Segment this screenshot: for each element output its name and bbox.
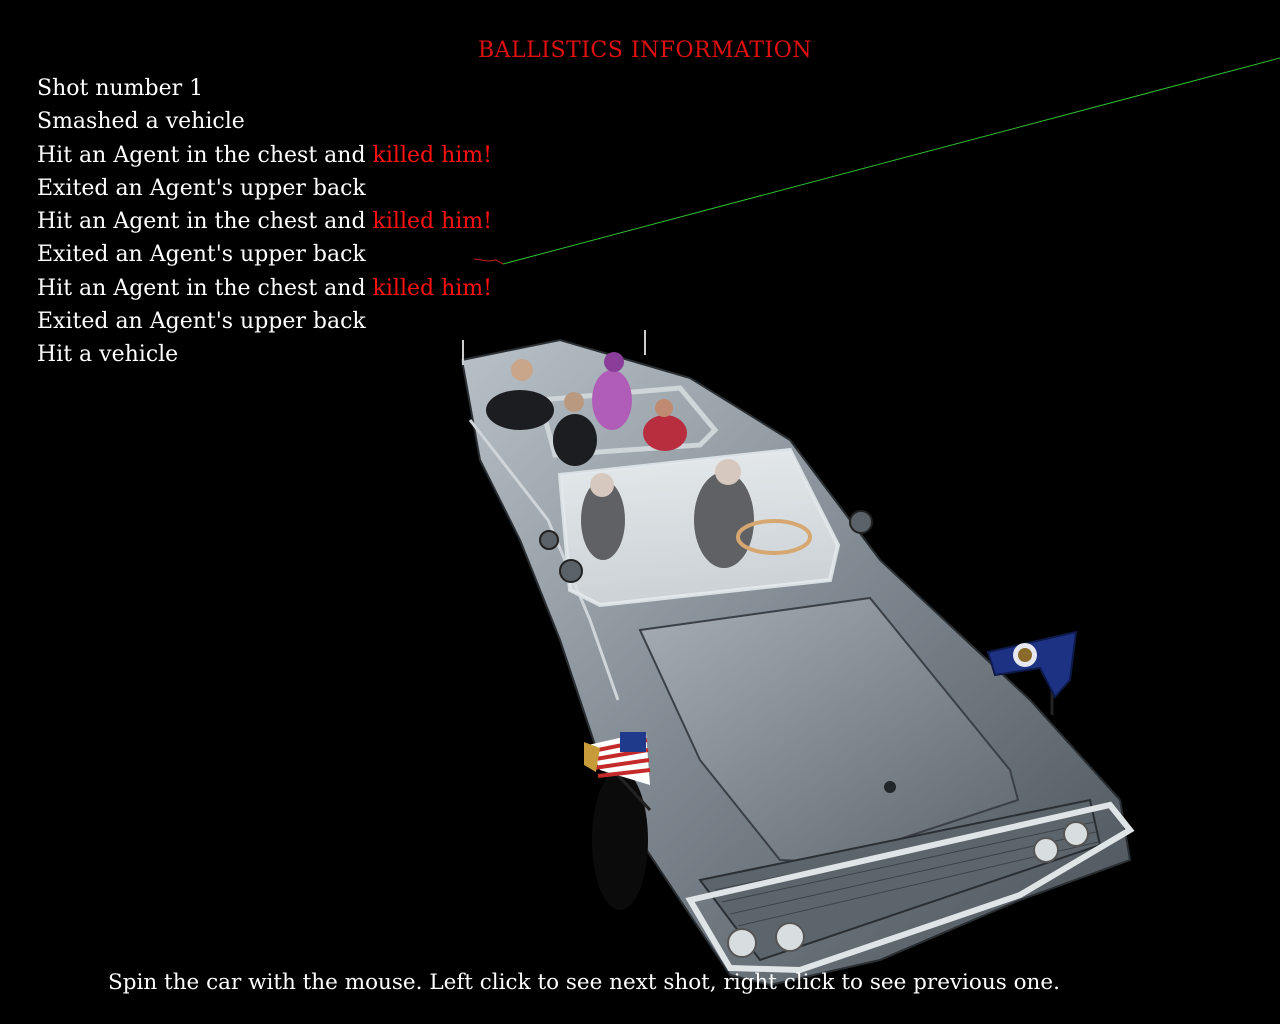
ballistics-log-line: Exited an Agent's upper back (37, 305, 492, 338)
log-line-highlight: killed him! (372, 209, 492, 235)
trajectory-line (502, 57, 1280, 265)
presidential-flag-icon (986, 630, 1078, 715)
controls-hint: Spin the car with the mouse. Left click … (108, 970, 1060, 995)
ballistics-log-line: Exited an Agent's upper back (37, 172, 492, 205)
log-line-text: Exited an Agent's upper back (37, 242, 366, 268)
log-line-text: Hit a vehicle (37, 342, 179, 368)
ballistics-log-line: Hit an Agent in the chest and killed him… (37, 139, 492, 172)
us-flag-icon (584, 732, 652, 812)
trajectory-impact (473, 258, 504, 265)
ballistics-log-line: Smashed a vehicle (37, 105, 492, 138)
log-line-highlight: killed him! (372, 142, 492, 168)
log-line-text: Exited an Agent's upper back (37, 175, 366, 201)
log-line-text: Exited an Agent's upper back (37, 309, 366, 335)
log-line-text: Hit an Agent in the chest and (37, 209, 373, 235)
log-line-text: Hit an Agent in the chest and (37, 142, 373, 168)
ballistics-log-line: Shot number 1 (37, 72, 492, 105)
page-title: BALLISTICS INFORMATION (478, 38, 812, 63)
ballistics-log-line: Hit an Agent in the chest and killed him… (37, 272, 492, 305)
log-line-text: Hit an Agent in the chest and (37, 275, 373, 301)
ballistics-log-line: Exited an Agent's upper back (37, 238, 492, 271)
ballistics-log-line: Hit a vehicle (37, 338, 492, 371)
log-line-text: Smashed a vehicle (37, 109, 245, 135)
log-line-highlight: killed him! (372, 275, 492, 301)
limousine[interactable] (460, 330, 1135, 987)
ballistics-log-line: Hit an Agent in the chest and killed him… (37, 205, 492, 238)
occupants (486, 352, 754, 568)
log-line-text: Shot number 1 (37, 76, 204, 101)
